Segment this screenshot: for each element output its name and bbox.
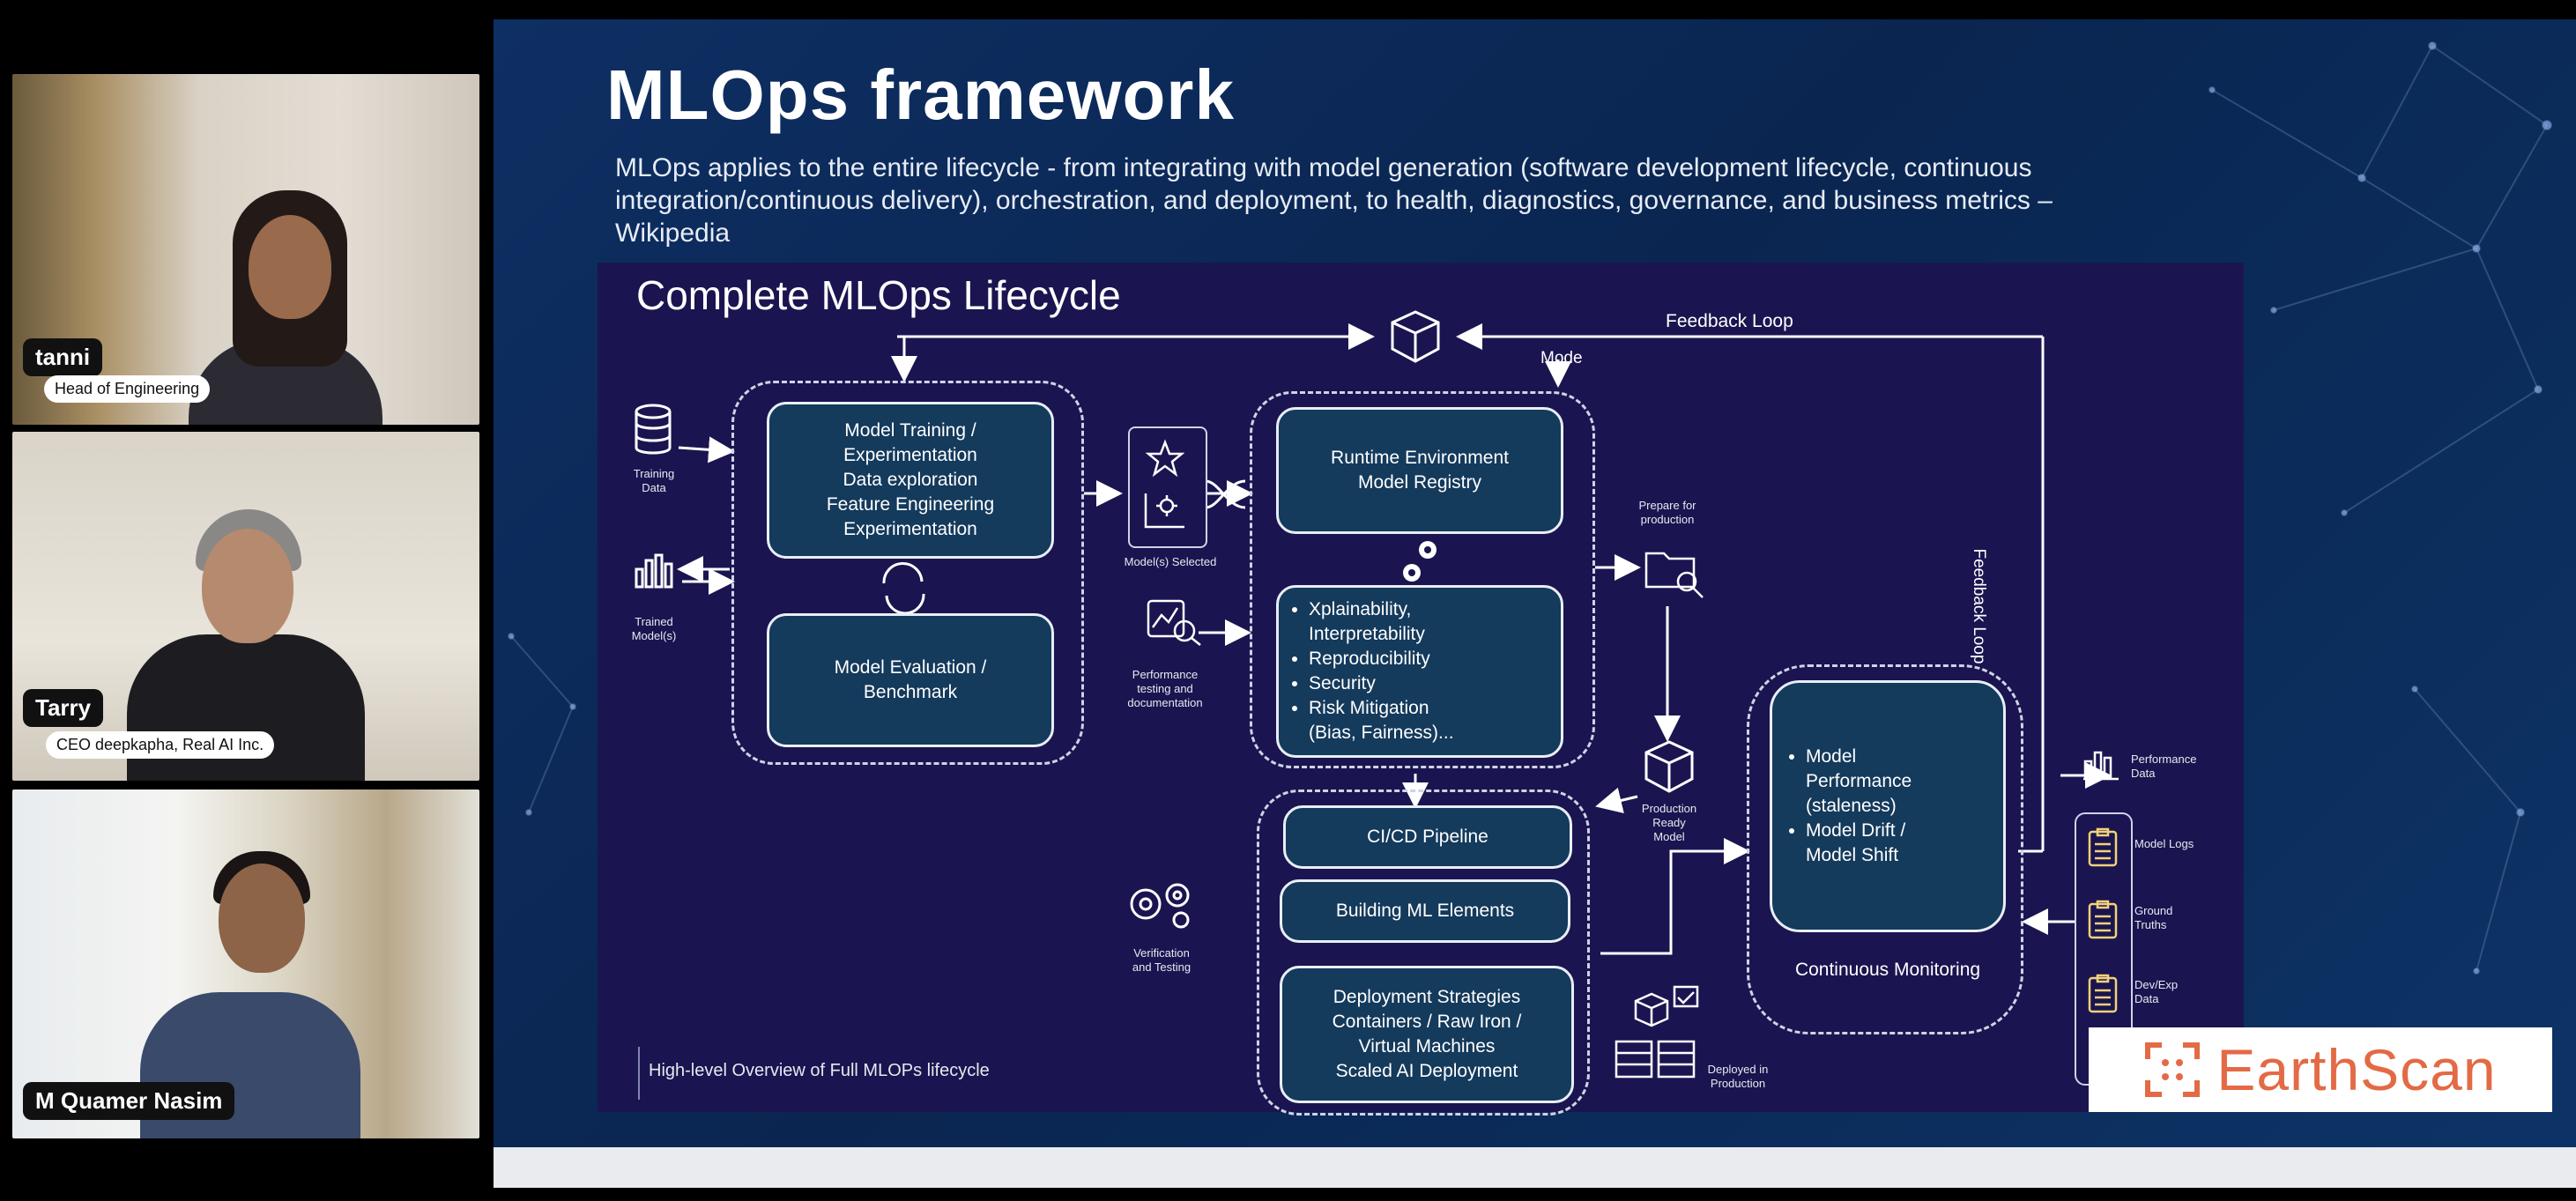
video-person-face <box>249 215 331 319</box>
star-icon <box>1146 439 1184 478</box>
models-selected-card <box>1128 426 1207 548</box>
participant-tile-tanni[interactable]: tanni Head of Engineering <box>12 74 479 425</box>
participant-name: Tarry <box>23 689 104 727</box>
participant-tile-tarry[interactable]: Tarry CEO deepkapha, Real AI Inc. <box>12 432 479 781</box>
bullet-risk-mitigation: Risk Mitigation (Bias, Fairness)... <box>1309 696 1454 745</box>
participant-tile-quamer[interactable]: M Quamer Nasim <box>12 790 479 1138</box>
gear-chart-icon <box>1144 493 1184 529</box>
prepare-production-label: Prepare for production <box>1638 499 1696 526</box>
bar-chart-icon <box>635 553 673 589</box>
network-background-pattern <box>508 41 2552 975</box>
model-logs-label: Model Logs <box>2134 837 2194 850</box>
video-person-face <box>202 529 293 643</box>
cicd-pipeline-box: CI/CD Pipeline <box>1283 805 1572 869</box>
slide-subtitle: MLOps applies to the entire lifecycle - … <box>615 153 2053 248</box>
runtime-environment-box: Runtime Environment Model Registry <box>1276 407 1563 534</box>
earthscan-logo-text: EarthScan <box>2216 1037 2497 1102</box>
feedback-loop-side-label: Feedback Loop <box>1970 548 1988 664</box>
model-cube-icon <box>1391 310 1440 363</box>
deployed-servers-icon <box>1615 985 1699 1079</box>
participant-role: CEO deepkapha, Real AI Inc. <box>46 731 275 759</box>
earthscan-logo-mark-icon <box>2145 1042 2201 1097</box>
model-training-box: Model Training / Experimentation Data ex… <box>767 402 1054 559</box>
video-person-body <box>127 634 365 781</box>
earthscan-logo: EarthScan <box>2089 1027 2552 1112</box>
mode-label: Mode <box>1540 349 1583 367</box>
continuous-monitoring-label: Continuous Monitoring <box>1794 960 1981 980</box>
verification-gears-icon <box>1130 883 1190 929</box>
bullet-xplainability: Xplainability, Interpretability <box>1309 597 1454 647</box>
diagram-title: Complete MLOps Lifecycle <box>636 272 1121 318</box>
database-icon <box>635 404 672 455</box>
video-person-face <box>219 864 305 973</box>
models-selected-label: Model(s) Selected <box>1124 555 1217 568</box>
production-model-cube-icon <box>1644 740 1694 793</box>
deployed-production-label: Deployed in Production <box>1707 1063 1769 1090</box>
footer-note: High-level Overview of Full MLOPs lifecy… <box>649 1061 990 1080</box>
mlops-lifecycle-diagram: Complete MLOps Lifecycle Feedback Loop M… <box>598 263 2244 1116</box>
slide-bottom-bar <box>494 1147 2576 1188</box>
participant-name: tanni <box>23 338 103 376</box>
training-group-container <box>731 381 1084 765</box>
ground-truths-label: Ground Truths <box>2134 904 2173 931</box>
performance-data-icon <box>2083 751 2119 781</box>
governance-bullet-list: Xplainability, Interpretability Reproduc… <box>1286 597 1454 745</box>
monitoring-bullet-list: Model Performance (staleness) Model Drif… <box>1783 745 1912 868</box>
production-ready-label: Production Ready Model <box>1641 802 1697 843</box>
bullet-model-performance: Model Performance (staleness) <box>1806 745 1912 819</box>
ground-truths-icon <box>2088 900 2118 939</box>
bullet-model-drift: Model Drift / Model Shift <box>1806 819 1912 868</box>
participant-name: M Quamer Nasim <box>23 1082 235 1120</box>
dev-exp-data-icon <box>2088 974 2118 1013</box>
slide-title: MLOps framework <box>606 56 1235 134</box>
governance-box: Xplainability, Interpretability Reproduc… <box>1276 585 1563 758</box>
deployment-strategies-box: Deployment Strategies Containers / Raw I… <box>1280 966 1574 1103</box>
gears-icon <box>1403 541 1436 582</box>
performance-chart-icon <box>1147 599 1201 646</box>
deployment-group-container <box>1257 790 1590 1116</box>
performance-data-label: Performance Data <box>2131 752 2197 780</box>
monitoring-group-container <box>1747 664 2023 1034</box>
model-logs-icon <box>2088 827 2118 867</box>
model-evaluation-box: Model Evaluation / Benchmark <box>767 613 1054 747</box>
trained-models-label: Trained Model(s) <box>631 615 677 642</box>
footer-note-divider <box>638 1047 640 1100</box>
participant-role: Head of Engineering <box>44 375 211 403</box>
governance-group-container <box>1250 391 1595 768</box>
training-data-label: Training Data <box>633 467 675 494</box>
dev-exp-data-label: Dev/Exp Data <box>2134 978 2179 1005</box>
performance-testing-label: Performance testing and documentation <box>1127 668 1203 709</box>
feedback-loop-top-label: Feedback Loop <box>1666 311 1793 331</box>
bullet-security: Security <box>1309 671 1454 696</box>
verification-label: Verification and Testing <box>1132 946 1191 974</box>
bullet-reproducibility: Reproducibility <box>1309 647 1454 671</box>
folder-search-icon <box>1644 552 1704 598</box>
monitoring-box: Model Performance (staleness) Model Drif… <box>1770 680 2006 932</box>
diagram-connectors <box>677 323 2112 1042</box>
building-ml-elements-box: Building ML Elements <box>1280 879 1570 943</box>
